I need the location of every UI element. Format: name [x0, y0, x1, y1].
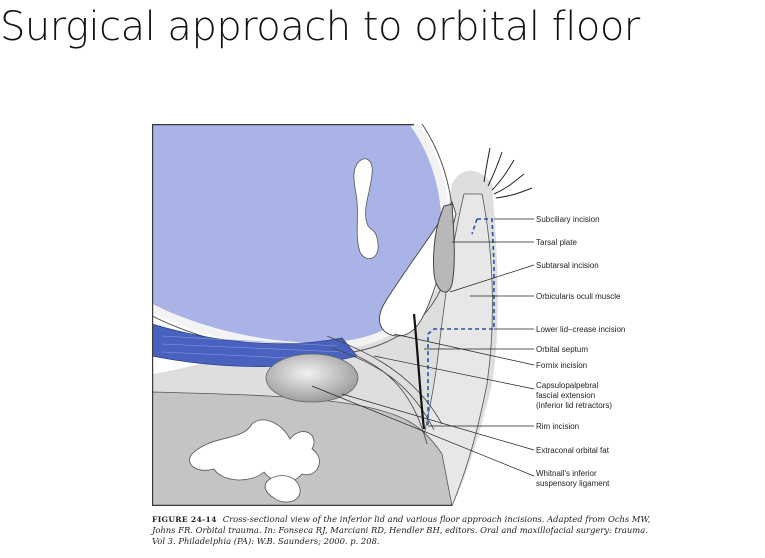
label-orbital-septum: Orbital septum: [536, 345, 588, 354]
label-tarsal-plate: Tarsal plate: [536, 238, 577, 247]
anatomy-figure: Subciliary incision Tarsal plate Subtars…: [152, 124, 642, 506]
label-subtarsal: Subtarsal incision: [536, 261, 599, 270]
label-lid-crease: Lower lid–crease incision: [536, 325, 625, 334]
slide-title: Surgical approach to orbital floor: [0, 4, 640, 50]
label-orbicularis: Orbicularis oculi muscle: [536, 292, 621, 301]
label-fornix: Fornix incision: [536, 361, 587, 370]
caption-text: Cross-sectional view of the inferior lid…: [152, 514, 650, 546]
label-rim-incision: Rim incision: [536, 422, 579, 431]
label-subciliary: Subciliary incision: [536, 215, 600, 224]
label-extraconal-fat: Extraconal orbital fat: [536, 446, 610, 455]
figure-number: FIGURE 24-14: [152, 515, 217, 524]
orbital-floor-diagram: Subciliary incision Tarsal plate Subtars…: [152, 124, 642, 506]
